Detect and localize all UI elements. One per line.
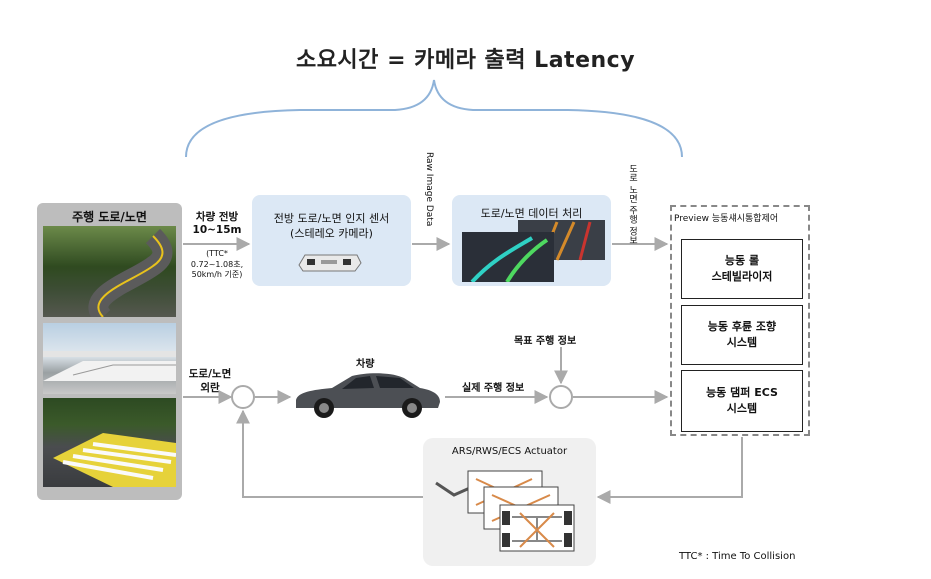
system-1-line1: 능동 롤 <box>724 254 760 267</box>
vehicle-front-label: 차량 전방 <box>195 211 239 223</box>
system-1-line2: 스테빌라이저 <box>711 270 773 283</box>
arrow-actuator-to-sum1 <box>236 409 423 498</box>
vehicle-image <box>296 373 440 418</box>
raw-image-data-label: Raw Image Data <box>424 152 434 227</box>
system-2-line1: 능동 후륜 조향 <box>707 320 777 333</box>
crosswalk-hump-photo <box>43 398 177 487</box>
speed-bump-photo <box>43 323 176 394</box>
ttc-note-2: 0.72~1.08초, <box>190 260 244 269</box>
sensor-label-line1: 전방 도로/노면 인지 센서 <box>273 212 390 225</box>
actuator-title: ARS/RWS/ECS Actuator <box>451 446 568 457</box>
preview-controller-title: Preview 능동섀시통합제어 <box>674 214 779 224</box>
ttc-note-3: 50km/h 기준) <box>191 270 243 279</box>
system-3-line2: 시스템 <box>726 402 758 415</box>
vehicle-label: 차량 <box>356 359 375 370</box>
active-rear-steering-box: 능동 후륜 조향 시스템 <box>681 305 803 365</box>
summing-junction-2 <box>549 385 573 409</box>
system-3-line1: 능동 댐퍼 ECS <box>706 386 778 399</box>
actual-driving-info-label: 실제 주행 정보 <box>462 383 525 394</box>
road-disturbance-label-1: 도로/노면 <box>188 368 232 380</box>
road-preview-info-label: 도로 노면 주행 정보 <box>627 164 637 245</box>
system-2-line2: 시스템 <box>726 336 758 349</box>
ttc-footnote: TTC* : Time To Collision <box>679 551 796 562</box>
winding-road-photo <box>43 226 176 324</box>
actuator-diagrams <box>435 470 575 552</box>
road-panel-title: 주행 도로/노면 <box>72 210 147 224</box>
sensor-label-line2: (스테레오 카메라) <box>290 227 373 240</box>
sensor-label: 전방 도로/노면 인지 센서 (스테레오 카메라) <box>252 211 411 241</box>
preview-chassis-controller <box>670 205 810 436</box>
diagram-title: 소요시간 = 카메라 출력 Latency <box>295 48 636 73</box>
latency-brace <box>185 79 683 158</box>
processed-road-image <box>462 220 605 282</box>
ttc-note-1: (TTC* <box>206 249 228 258</box>
processing-label: 도로/노면 데이터 처리 <box>480 207 583 220</box>
active-damper-ecs-box: 능동 댐퍼 ECS 시스템 <box>681 370 803 432</box>
vehicle-front-distance: 10~15m <box>192 224 242 236</box>
active-roll-stabilizer-box: 능동 롤 스테빌라이저 <box>681 239 803 299</box>
road-disturbance-label-2: 외란 <box>200 382 220 394</box>
arrow-preview-to-actuator <box>596 437 743 504</box>
target-driving-info-label: 목표 주행 정보 <box>514 336 577 347</box>
stereo-camera-icon <box>298 254 362 272</box>
